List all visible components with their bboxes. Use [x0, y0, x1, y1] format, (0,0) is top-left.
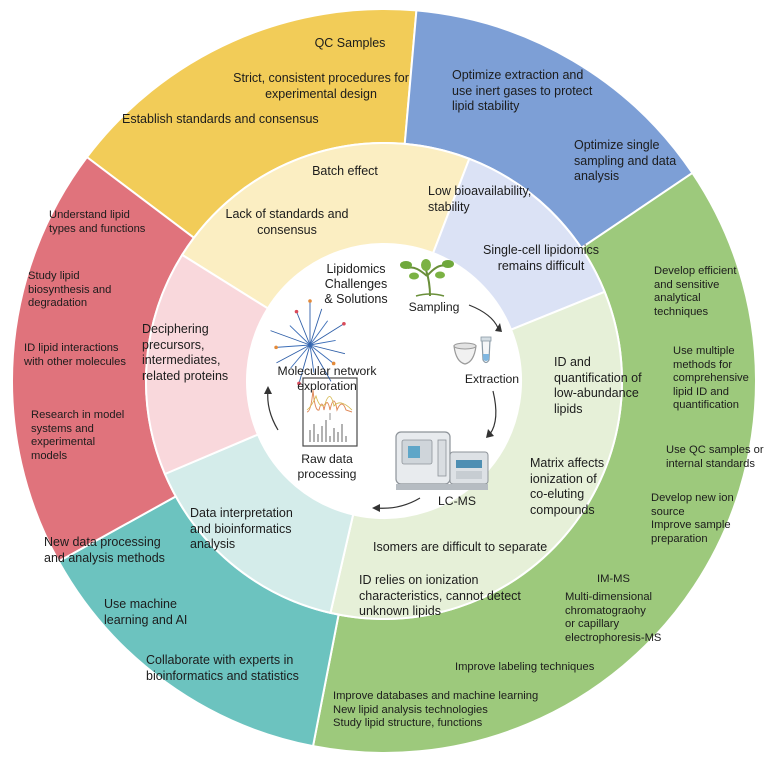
network-node [274, 345, 278, 350]
lc-ms-instrument-icon [395, 431, 489, 490]
challenge-batch-effect: Batch effect [312, 164, 378, 178]
solution-model-systems: Research in model systems and experiment… [31, 409, 125, 462]
solution-new-ion-source: Develop new ion source Improve sample pr… [651, 492, 734, 545]
network-edge [270, 330, 311, 346]
challenge-matrix-effects: Matrix affects ionization of co-eluting … [530, 456, 605, 517]
step-extraction: Extraction [464, 372, 520, 386]
network-node [331, 361, 336, 366]
solution-optimize-single-sampling: Optimize single sampling and data analys… [574, 138, 677, 183]
solution-im-ms: IM-MS [597, 573, 630, 585]
challenge-single-cell: Single-cell lipidomics remains difficult [482, 243, 599, 273]
solution-collaborate: Collaborate with experts in bioinformati… [146, 653, 299, 683]
network-edge [309, 344, 332, 382]
network-edge [276, 344, 311, 348]
center-circle [247, 244, 521, 518]
network-node [308, 299, 312, 303]
solution-biosynthesis: Study lipid biosynthesis and degradation [28, 270, 112, 310]
network-edge [309, 320, 328, 346]
network-node [342, 322, 346, 326]
chromatogram-icon [302, 377, 358, 447]
solution-develop-techniques: Develop efficient and sensitive analytic… [654, 265, 737, 318]
solution-lipid-interactions: ID lipid interactions with other molecul… [24, 342, 126, 368]
solution-new-data-methods: New data processing and analysis methods [44, 535, 165, 565]
plant-icon [400, 259, 454, 297]
solution-databases: Improve databases and machine learning N… [333, 690, 539, 730]
solution-strict-procedures: Strict, consistent procedures for experi… [233, 71, 409, 101]
step-lc-ms: LC-MS [438, 494, 476, 508]
workflow-arrowheads [264, 323, 502, 512]
solution-establish-standards: Establish standards and consensus [122, 112, 319, 126]
center-title: Lipidomics Challenges & Solutions [324, 262, 388, 306]
network-edge [309, 308, 323, 346]
step-sampling: Sampling [408, 300, 460, 314]
solution-labeling: Improve labeling techniques [455, 661, 595, 673]
solution-qc-internal-standards: Use QC samples or internal standards [666, 444, 764, 470]
network-edge [309, 344, 346, 355]
challenge-isomers: Isomers are difficult to separate [373, 540, 548, 554]
mortar-icon [453, 342, 477, 365]
solution-lipid-types: Understand lipid types and functions [49, 209, 146, 235]
step-raw-data-processing: Raw data processing [297, 452, 357, 481]
challenge-data-interpretation: Data interpretation and bioinformatics a… [190, 506, 293, 551]
solution-qc-samples: QC Samples [314, 36, 386, 50]
network-edge [290, 344, 311, 369]
challenge-deciphering-precursors: Deciphering precursors, intermediates, r… [142, 322, 229, 383]
network-edge [309, 344, 315, 373]
challenge-unknown-lipids: ID relies on ionization characteristics,… [359, 573, 521, 618]
network-edge [309, 344, 334, 364]
network-node [297, 381, 301, 386]
solution-machine-learning: Use machine learning and AI [104, 597, 188, 627]
solution-multidimensional: Multi-dimensional chromatograohy or capi… [565, 591, 662, 644]
network-edge [298, 344, 311, 384]
network-edge [289, 325, 311, 346]
tube-icon [480, 336, 492, 364]
network-edge [276, 344, 311, 364]
challenge-low-abundance: ID and quantification of low-abundance l… [554, 355, 642, 416]
solution-optimize-extraction: Optimize extraction and use inert gases … [452, 68, 593, 113]
step-molecular-network: Molecular network exploration [277, 364, 377, 393]
molecular-network-icon [270, 299, 346, 386]
network-node [294, 309, 299, 314]
network-edge [309, 340, 336, 346]
challenge-lack-standards: Lack of standards and consensus [225, 207, 349, 237]
challenge-low-bioavailability: Low bioavailability, stability [428, 184, 532, 214]
network-edge [309, 323, 345, 346]
solution-multiple-methods: Use multiple methods for comprehensive l… [673, 345, 749, 412]
network-edge [296, 311, 311, 346]
